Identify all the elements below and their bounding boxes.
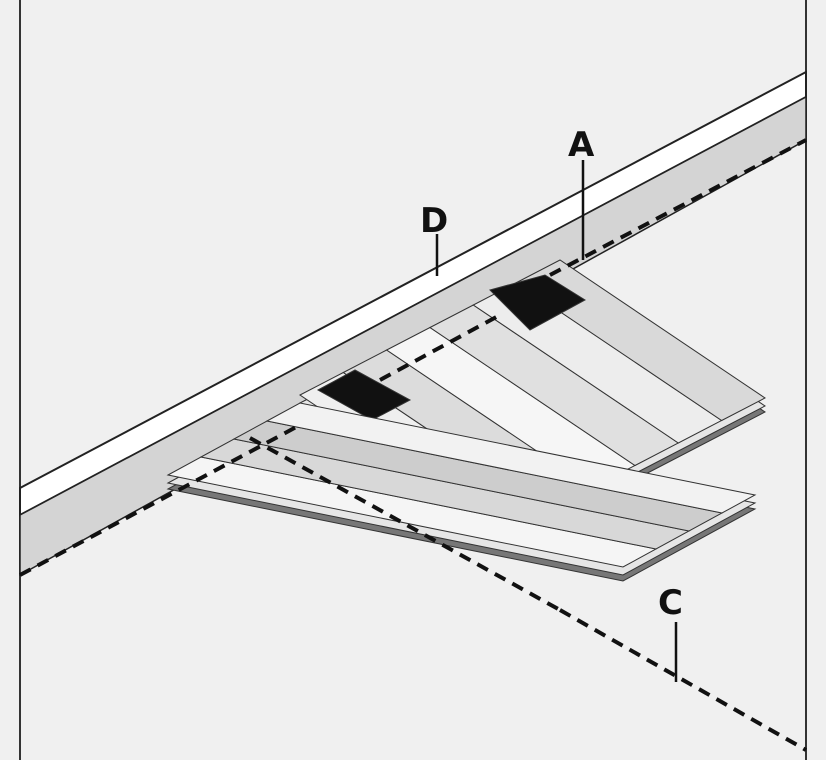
- wall-base-dashed-line-left: [19, 423, 301, 577]
- callouts: D A C: [420, 125, 683, 682]
- reference-lines: [19, 138, 807, 752]
- wall-base-dashed-line-middle: [379, 313, 501, 382]
- spacers: [316, 274, 586, 421]
- wall-base-dashed-line-right: [549, 138, 807, 277]
- new-row-board: [265, 402, 757, 514]
- callout-c-label: C: [658, 583, 683, 623]
- spacer-block: [316, 369, 412, 421]
- new-board-row: [166, 402, 757, 582]
- callout-a-label: A: [568, 125, 595, 165]
- spacer-block: [489, 274, 586, 331]
- floor-dashed-line-c: [559, 608, 807, 752]
- callout-d-label: D: [420, 201, 448, 241]
